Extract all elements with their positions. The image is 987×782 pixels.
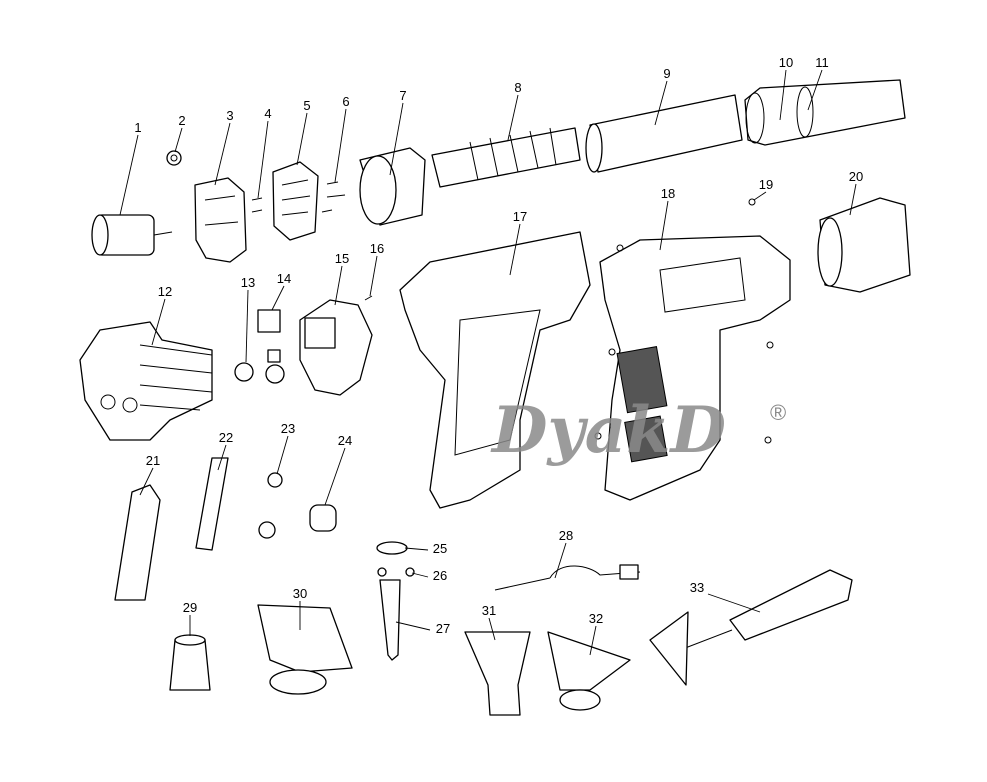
part-label: 19 (759, 177, 773, 192)
part-label: 33 (690, 580, 704, 595)
part-label: 22 (219, 430, 233, 445)
watermark-registered-mark: ® (770, 400, 786, 425)
part-9-inner-tube (585, 94, 743, 173)
part-16-screw (364, 295, 373, 301)
part-label: 14 (277, 271, 291, 286)
part-label: 2 (178, 113, 185, 128)
part-7-fan-housing (359, 147, 426, 226)
part-28-power-cord (494, 564, 641, 591)
part-label: 15 (335, 251, 349, 266)
part-17-left-housing (399, 231, 591, 509)
part-label: 9 (663, 66, 670, 81)
watermark: DyakD ® (490, 393, 786, 468)
part-30-deflector-nozzle (257, 604, 353, 695)
part-label: 7 (399, 88, 406, 103)
part-29-nozzle (169, 634, 211, 691)
part-label: 21 (146, 453, 160, 468)
part-label: 28 (559, 528, 573, 543)
part-label: 6 (342, 94, 349, 109)
part-label: 30 (293, 586, 307, 601)
part-22-panel (195, 457, 229, 551)
part-label: 10 (779, 55, 793, 70)
housing-screws (594, 198, 774, 444)
part-label: 23 (281, 421, 295, 436)
part-2-nut (166, 150, 182, 166)
part-label: 16 (370, 241, 384, 256)
part-6-screws (321, 181, 346, 213)
part-13-buttons (234, 362, 285, 384)
part-14-switch (257, 309, 281, 363)
part-label: 24 (338, 433, 352, 448)
part-label: 5 (303, 98, 310, 113)
leader-lines (119, 69, 857, 656)
part-5-fan (272, 161, 319, 241)
part-12-housing-cap (79, 321, 213, 441)
part-32-reflector-nozzle (547, 631, 631, 711)
part-21-panel (114, 484, 161, 601)
part-label: 1 (134, 120, 141, 135)
part-label: 20 (849, 169, 863, 184)
part-label: 3 (226, 108, 233, 123)
part-label: 13 (241, 275, 255, 290)
part-label: 17 (513, 209, 527, 224)
part-label: 4 (264, 106, 271, 121)
part-label: 12 (158, 284, 172, 299)
part-23-caps (258, 472, 283, 539)
part-20-nozzle-guard (817, 197, 911, 293)
part-4-screws (251, 197, 263, 213)
part-26-screws (377, 567, 415, 577)
part-31-flat-nozzle (464, 631, 531, 716)
part-8-heating-element (431, 127, 581, 188)
watermark-text: DyakD (490, 393, 727, 468)
part-1-motor (91, 214, 173, 256)
part-label: 26 (433, 568, 447, 583)
part-label: 31 (482, 603, 496, 618)
part-label: 8 (514, 80, 521, 95)
part-15-circuit-board (299, 299, 373, 396)
part-labels: 1 2 3 4 5 6 7 8 9 10 11 12 13 14 15 16 1… (134, 55, 863, 636)
part-27-cable-sleeve (379, 579, 401, 661)
part-3-motor-bracket (194, 177, 247, 263)
part-label: 25 (433, 541, 447, 556)
part-24-knob (309, 504, 337, 532)
part-10-11-outlet-tube (744, 79, 906, 146)
part-label: 27 (436, 621, 450, 636)
part-33-scraper (649, 569, 853, 686)
part-label: 18 (661, 186, 675, 201)
part-label: 11 (815, 55, 829, 70)
part-25-clamp (376, 541, 408, 555)
part-label: 32 (589, 611, 603, 626)
part-label: 29 (183, 600, 197, 615)
part-18-right-housing (599, 235, 791, 501)
